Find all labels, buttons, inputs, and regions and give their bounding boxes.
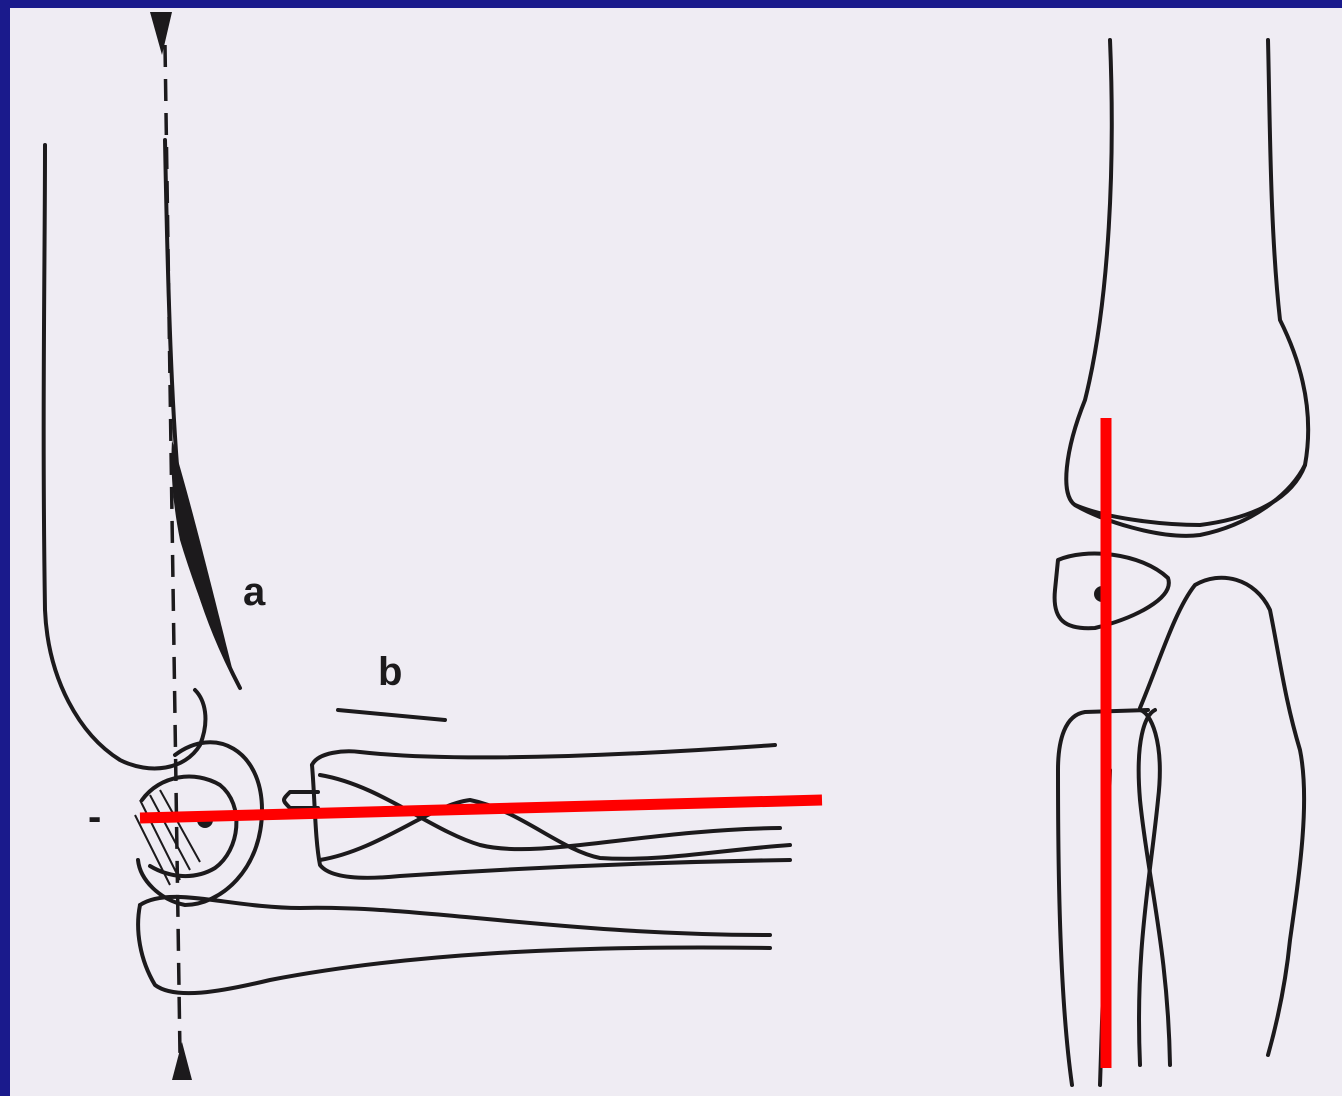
capitellum-inner bbox=[142, 777, 236, 876]
ap-cross-1 bbox=[1139, 710, 1160, 1065]
fat-pad-shading bbox=[171, 440, 235, 680]
elbow-diagram: a b - bbox=[10, 8, 1342, 1096]
ap-capitellum bbox=[1055, 554, 1169, 629]
humerus-anterior-line bbox=[165, 140, 240, 688]
label-a: a bbox=[243, 570, 266, 614]
dashed-reference-axis bbox=[165, 45, 180, 1055]
radius-lower-outline bbox=[312, 765, 790, 878]
ap-elbow-view bbox=[1055, 40, 1309, 1085]
figure-frame: a b - bbox=[10, 8, 1342, 1096]
label-minus: - bbox=[88, 795, 101, 839]
ap-cross-2 bbox=[1139, 710, 1170, 1065]
humerus-outline bbox=[44, 145, 206, 768]
label-b: b bbox=[378, 650, 402, 694]
capitellum-hatching bbox=[135, 790, 200, 885]
radius-upper-outline bbox=[312, 745, 775, 765]
arrow-up-bottom bbox=[172, 1042, 192, 1080]
line-b bbox=[338, 710, 445, 720]
lateral-elbow-view: a b - bbox=[44, 12, 822, 1080]
ulna-outline bbox=[140, 897, 770, 935]
ulna-lower-outline bbox=[138, 905, 770, 993]
arrow-down-top bbox=[150, 12, 172, 55]
